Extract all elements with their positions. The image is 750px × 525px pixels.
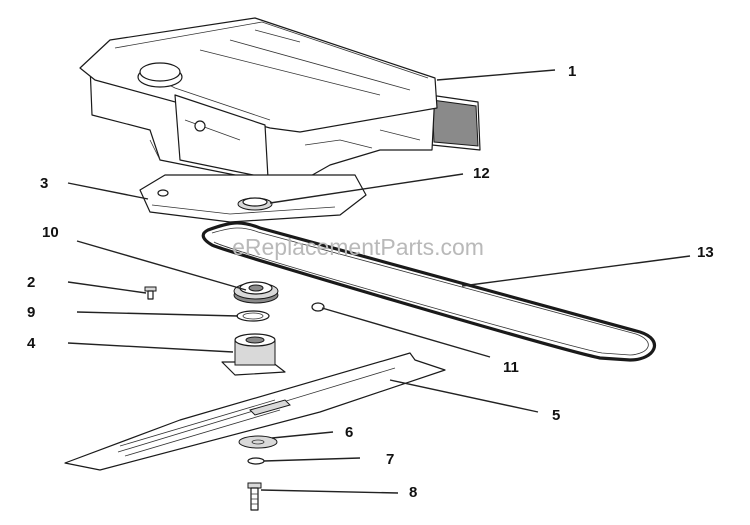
deck-plate-rim bbox=[151, 204, 336, 215]
callout-2: 2 bbox=[27, 274, 35, 291]
adapter-bore bbox=[245, 336, 265, 344]
leader-2 bbox=[67, 281, 147, 294]
bushing-top bbox=[242, 197, 268, 207]
cover-edge bbox=[114, 21, 429, 79]
engine-rear-shade bbox=[431, 99, 479, 147]
blade-slot-top bbox=[119, 399, 276, 447]
callout-11: 11 bbox=[503, 359, 519, 376]
pulley-part bbox=[233, 281, 279, 304]
bolt-small-part bbox=[144, 286, 157, 300]
leader-12 bbox=[269, 173, 464, 204]
leader-10 bbox=[76, 240, 247, 291]
washer-outer bbox=[236, 310, 270, 322]
callout-6: 6 bbox=[345, 424, 353, 441]
leader-5 bbox=[389, 379, 539, 413]
callout-8: 8 bbox=[409, 484, 417, 501]
leader-7 bbox=[263, 457, 361, 462]
washer-part bbox=[236, 310, 270, 322]
engine-linkage bbox=[304, 139, 373, 149]
blade-bolt-thread bbox=[251, 493, 258, 505]
belt-inner bbox=[211, 227, 649, 356]
callout-numbers: 1 2 3 4 5 6 7 8 9 10 11 12 13 bbox=[27, 63, 714, 501]
leader-13 bbox=[461, 255, 691, 287]
blade-washer-hole bbox=[251, 439, 265, 445]
belt-outer bbox=[201, 221, 656, 362]
pulley-hub bbox=[248, 284, 264, 292]
engine-rod bbox=[379, 129, 421, 141]
callout-9: 9 bbox=[27, 304, 35, 321]
blade-washer-part bbox=[238, 435, 278, 449]
cover-ridge-3 bbox=[254, 29, 301, 43]
flange-edge-left bbox=[149, 139, 161, 161]
adapter-part bbox=[221, 333, 286, 376]
front-bolt bbox=[194, 120, 206, 132]
leader-6 bbox=[271, 431, 334, 439]
bolt-small-shank bbox=[147, 290, 154, 300]
leader-9 bbox=[76, 311, 239, 317]
key-part bbox=[311, 302, 325, 312]
callout-1: 1 bbox=[568, 63, 576, 80]
leader-11 bbox=[321, 307, 491, 358]
lock-washer bbox=[247, 457, 265, 465]
lock-washer-part bbox=[247, 457, 265, 465]
belt-part bbox=[201, 221, 656, 362]
callout-7: 7 bbox=[386, 451, 394, 468]
leader-4 bbox=[67, 342, 234, 353]
callout-5: 5 bbox=[552, 407, 560, 424]
engine-part bbox=[79, 17, 481, 183]
key bbox=[311, 302, 325, 312]
bushing-part bbox=[237, 197, 273, 211]
leader-8 bbox=[260, 489, 399, 494]
blade-slot-bottom bbox=[124, 409, 281, 457]
deck-plate-hole bbox=[157, 189, 169, 197]
cover-ridge-2 bbox=[229, 39, 411, 91]
oil-cap-top bbox=[139, 62, 181, 82]
engine-cover bbox=[79, 17, 438, 133]
front-detail-1 bbox=[184, 119, 241, 141]
callout-13: 13 bbox=[697, 244, 714, 261]
leader-3 bbox=[67, 182, 149, 200]
cover-ridge-1 bbox=[199, 49, 381, 96]
callout-12: 12 bbox=[473, 165, 490, 182]
callout-4: 4 bbox=[27, 335, 36, 352]
blade-part bbox=[64, 352, 446, 471]
washer-inner bbox=[242, 312, 264, 320]
callout-10: 10 bbox=[42, 224, 59, 241]
leader-lines bbox=[67, 69, 691, 494]
blade-center bbox=[249, 399, 291, 416]
callout-3: 3 bbox=[40, 175, 48, 192]
blade-bolt-part bbox=[247, 482, 262, 511]
watermark-text: eReplacementParts.com bbox=[232, 234, 484, 260]
blade-bolt-head bbox=[247, 482, 262, 489]
blade-washer bbox=[238, 435, 278, 449]
leader-1 bbox=[436, 69, 556, 81]
